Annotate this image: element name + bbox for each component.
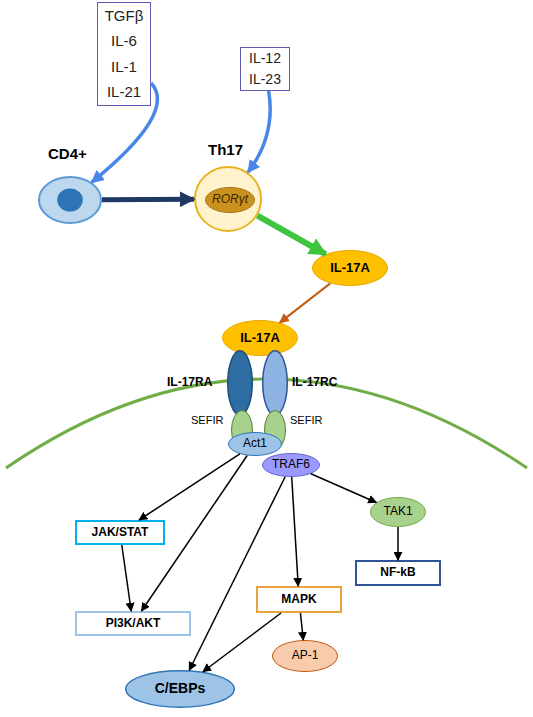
shape-outline <box>262 350 288 416</box>
node-label: IL-17A <box>330 261 370 275</box>
shape-fill <box>228 351 253 416</box>
shape-fill <box>229 433 282 456</box>
node-label: TAK1 <box>383 505 412 518</box>
signal-arrow <box>189 477 285 671</box>
transcription-factor: C/EBPs <box>125 670 235 708</box>
shape-fill <box>195 167 261 231</box>
shape-fill <box>273 641 338 672</box>
shape-outline <box>227 350 253 416</box>
signal-arrow <box>141 455 247 611</box>
node-label: PI3K/AKT <box>106 617 161 630</box>
node-label: RORγt <box>212 193 248 206</box>
node-heading: SEFIR <box>191 414 223 426</box>
pathway-box: MAPK <box>256 586 342 613</box>
node-label: JAK/STAT <box>92 526 149 539</box>
signal-arrow <box>311 474 376 503</box>
signal-arrow <box>102 197 194 203</box>
signal-arrow <box>122 545 131 611</box>
signal-arrow <box>139 454 240 520</box>
adaptor-protein: TRAF6 <box>262 453 320 477</box>
shape-fill <box>263 351 288 416</box>
shape-fill <box>39 177 101 223</box>
pathway-box: NF-kB <box>355 560 441 586</box>
node-heading: CD4+ <box>48 146 87 163</box>
node-heading: Th17 <box>208 142 243 159</box>
transcription-factor: AP-1 <box>272 640 338 672</box>
shape-fill <box>223 321 298 356</box>
signal-arrow <box>300 613 303 640</box>
transcription-factor: RORγt <box>205 187 255 213</box>
shape-fill <box>371 498 426 527</box>
shape-fill <box>263 454 320 477</box>
node-label: IL-23 <box>249 72 281 87</box>
node-label: NF-kB <box>380 566 415 579</box>
kinase-ellipse: TAK1 <box>370 497 426 527</box>
pathway-box: PI3K/AKT <box>75 611 191 636</box>
shape-outline <box>38 176 102 224</box>
node-label: IL-6 <box>111 33 137 50</box>
signal-arrow <box>292 477 298 586</box>
node-label: C/EBPs <box>155 681 206 696</box>
signal-arrow <box>257 216 325 255</box>
node-label: IL-12 <box>249 51 281 66</box>
adaptor-protein: Act1 <box>228 432 282 456</box>
signal-arrow <box>92 83 158 182</box>
node-label: IL-21 <box>107 84 141 101</box>
signal-arrow <box>280 283 330 322</box>
node-heading: IL-17RC <box>292 376 337 389</box>
cytokine-box: IL-12IL-23 <box>240 47 290 91</box>
receptor-chain: IL-17RA <box>227 350 253 416</box>
signal-arrow <box>397 527 399 560</box>
node-label: AP-1 <box>292 649 319 662</box>
signal-arrow <box>248 91 270 172</box>
cell-nucleus <box>57 188 83 211</box>
node-label: MAPK <box>281 593 316 606</box>
shape-fill <box>126 671 235 708</box>
node-label: Act1 <box>243 437 267 450</box>
receptor-chain: IL-17RC <box>262 350 288 416</box>
pathway-box: JAK/STAT <box>75 520 165 545</box>
cytokine-ellipse: IL-17A <box>222 320 298 356</box>
node-heading: IL-17RA <box>167 376 212 389</box>
cytokine-box: TGFβIL-6IL-1IL-21 <box>97 2 151 106</box>
shape-fill <box>313 251 388 286</box>
signal-arrow <box>203 613 281 672</box>
shape-fill <box>206 188 255 213</box>
cell-circle: Th17RORγt <box>194 166 262 232</box>
node-label: IL-17A <box>240 331 280 345</box>
node-label: TGFβ <box>105 8 144 25</box>
cytokine-ellipse: IL-17A <box>312 250 388 286</box>
cell-circle: CD4+ <box>38 176 102 224</box>
node-label: TRAF6 <box>272 458 310 471</box>
node-label: IL-1 <box>111 59 137 76</box>
node-heading: SEFIR <box>290 414 322 426</box>
